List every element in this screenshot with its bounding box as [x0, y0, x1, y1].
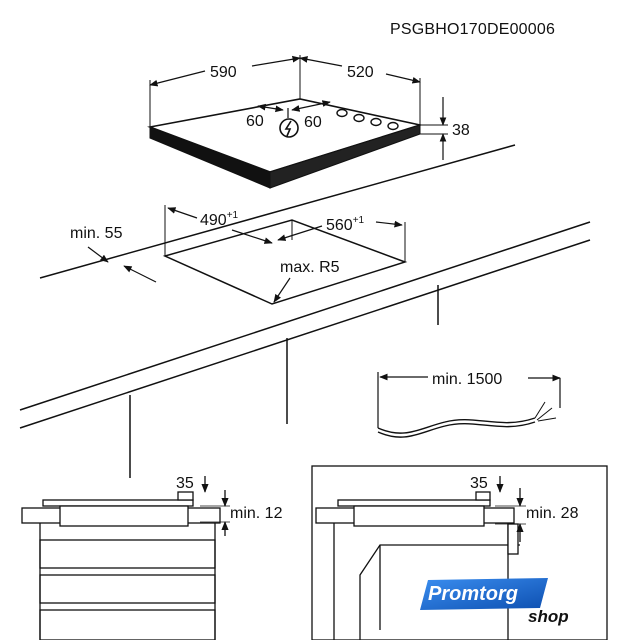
cable-length-label: min. 1500	[432, 371, 502, 388]
cutout-width-label: 490+1	[200, 210, 239, 229]
product-code: PSGBHO170DE00006	[390, 21, 555, 38]
cabinet-panel	[39, 574, 216, 604]
logo-brand-text: Promtorg	[428, 583, 518, 605]
hob-section	[337, 499, 491, 507]
knob	[370, 117, 382, 127]
detail-right-depth-label: 35	[470, 475, 488, 492]
edge-distance-label: min. 55	[70, 225, 123, 242]
detail-right-clearance-label: min. 28	[526, 505, 579, 522]
detail-left	[21, 476, 230, 640]
hob-depth-label: 520	[347, 64, 374, 81]
cutout-drawing	[87, 205, 408, 305]
gas-connection-icon	[279, 118, 299, 138]
promtorg-logo: Promtorg shop	[420, 578, 569, 626]
worktop	[19, 144, 591, 478]
hob-inner-left-label: 60	[246, 113, 264, 130]
logo-suffix-text: shop	[528, 607, 569, 626]
detail-right	[311, 465, 608, 640]
cabinet-panel	[39, 539, 216, 569]
lightning-bolt-icon	[284, 120, 292, 137]
knob	[387, 121, 399, 131]
detail-left-clearance-label: min. 12	[230, 505, 283, 522]
knob	[336, 108, 348, 118]
knob	[353, 113, 365, 123]
hob-width-label: 590	[210, 64, 237, 81]
hob-section	[42, 499, 194, 507]
cutout-depth-label: 560+1	[326, 215, 365, 234]
detail-left-depth-label: 35	[176, 475, 194, 492]
hob-height-label: 38	[452, 122, 470, 139]
power-cable	[377, 372, 561, 438]
hob-drawing	[147, 55, 448, 189]
corner-radius-label: max. R5	[280, 259, 340, 276]
detail-frame	[311, 465, 608, 640]
oven-outline	[359, 544, 520, 640]
cabinet-panel	[39, 609, 216, 640]
hob-knobs	[336, 108, 399, 131]
hob-inner-right-label: 60	[304, 114, 322, 131]
